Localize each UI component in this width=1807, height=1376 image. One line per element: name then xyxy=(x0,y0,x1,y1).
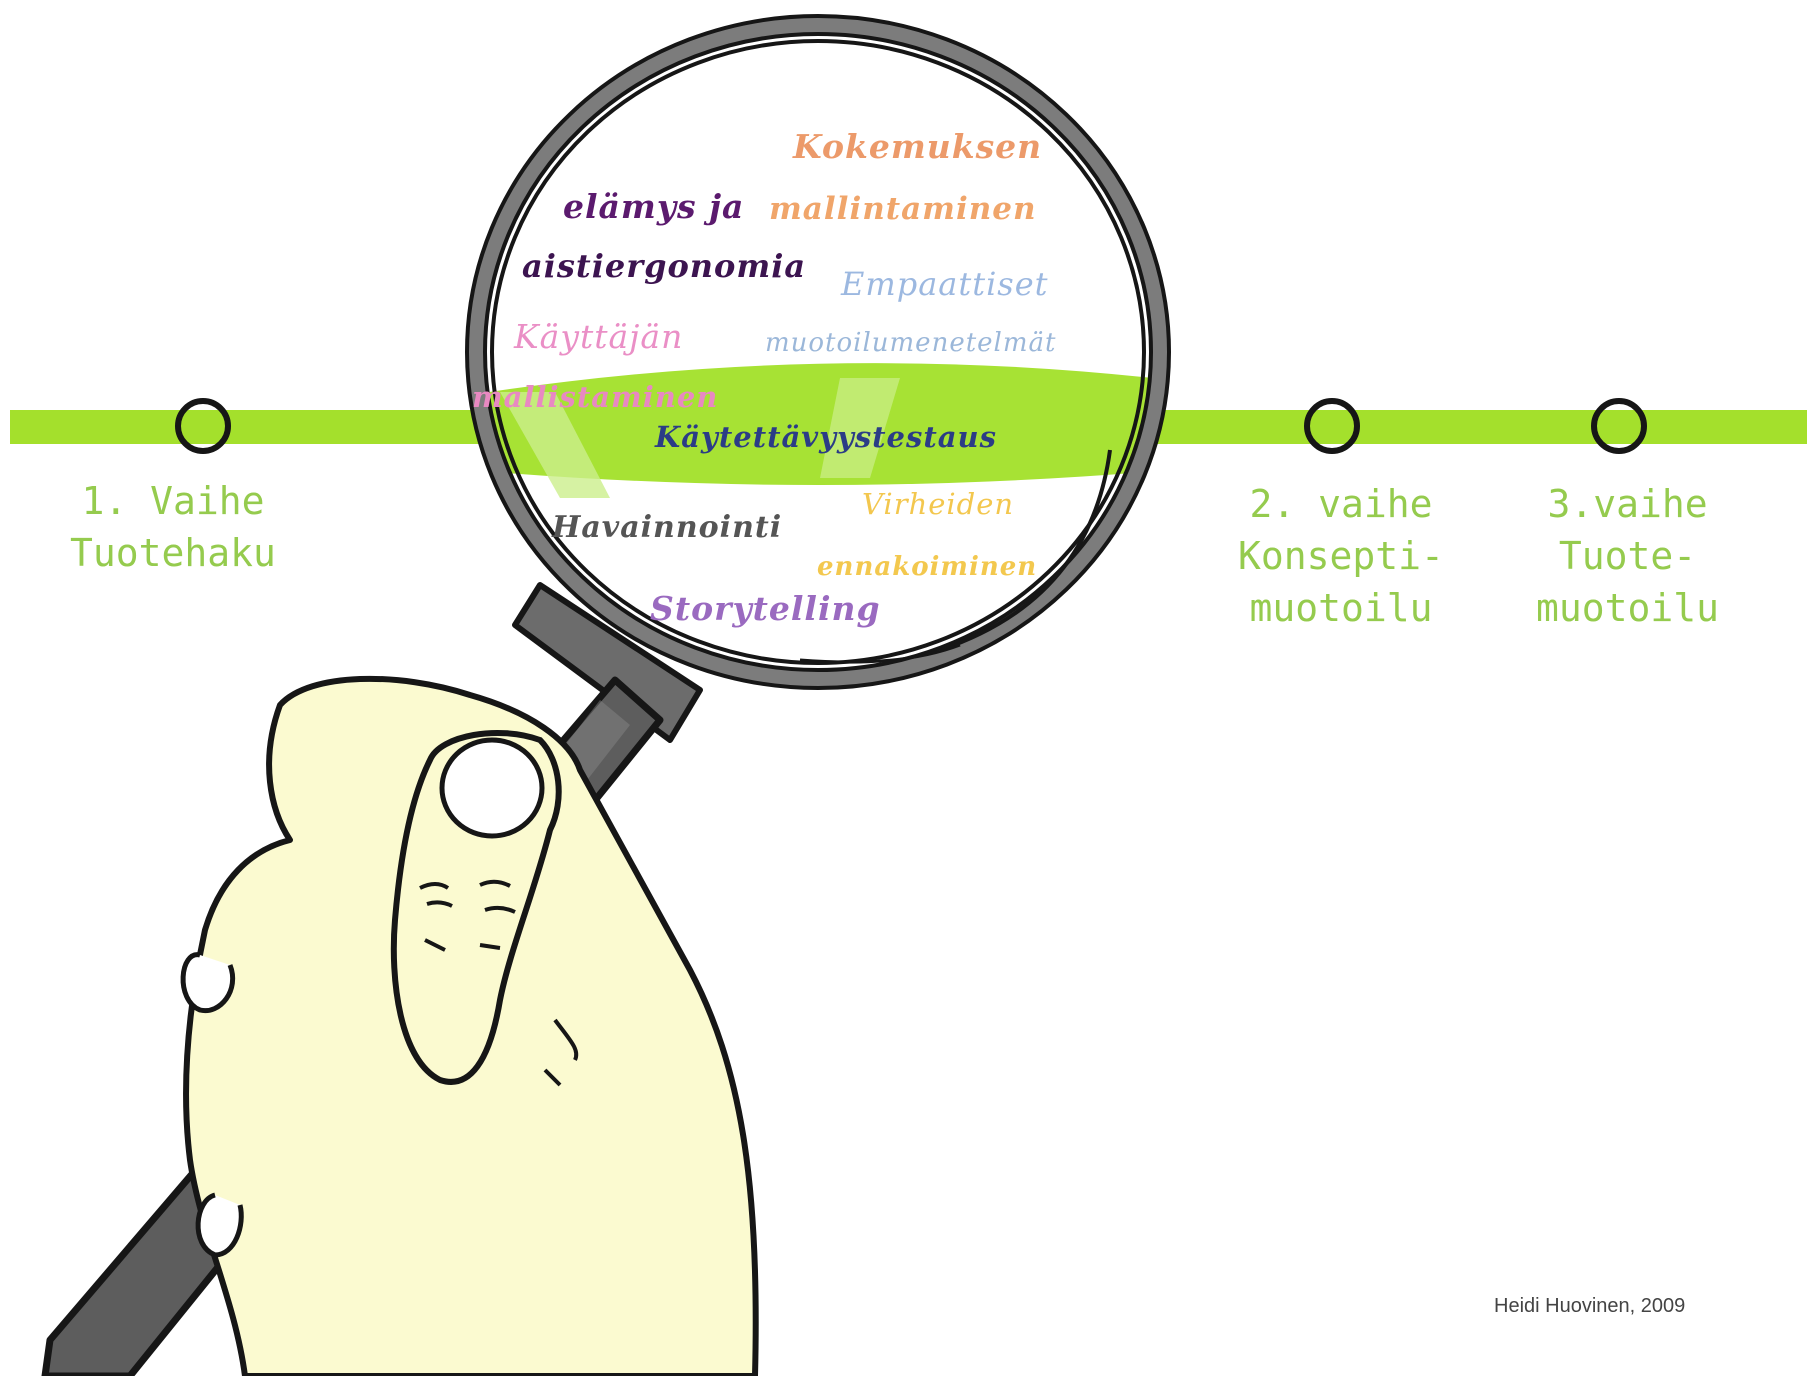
lens-glass xyxy=(481,30,1155,674)
stage-3-line-3: muotoilu xyxy=(1536,586,1720,630)
stage-3-line-1: 3.vaihe xyxy=(1547,482,1708,526)
lens-neck xyxy=(512,582,703,743)
milestone-3-icon xyxy=(1591,398,1647,454)
stage-2-line-3: muotoilu xyxy=(1249,586,1433,630)
lens-word-aistiergonomia: aistiergonomia xyxy=(522,247,807,285)
stage-2-line-1: 2. vaihe xyxy=(1249,482,1433,526)
lens-word-kayttajan: Käyttäjän xyxy=(514,317,684,356)
stage-1-line-1: 1. Vaihe xyxy=(81,479,265,523)
milestone-2-icon xyxy=(1304,398,1360,454)
lens-word-virheiden: Virheiden xyxy=(862,487,1015,521)
stage-2-line-2: Konsepti- xyxy=(1238,534,1444,578)
lens-word-muotoilumenetelmat: muotoilumenetelmät xyxy=(765,328,1057,358)
lens-word-kaytettavyystestaus: Käytettävyystestaus xyxy=(655,420,997,454)
lens-word-empaattiset: Empaattiset xyxy=(841,265,1049,303)
lens-word-storytelling: Storytelling xyxy=(650,589,881,628)
stage-3-label: 3.vaihe Tuote- muotoilu xyxy=(1536,478,1719,634)
lens-word-havainnointi: Havainnointi xyxy=(552,510,783,545)
hand-icon xyxy=(180,675,759,1376)
milestone-1-icon xyxy=(175,398,231,454)
lens-word-mallintaminen: mallintaminen xyxy=(769,191,1037,227)
lens-word-ennakoiminen: ennakoiminen xyxy=(817,552,1038,582)
stage-1-line-2: Tuotehaku xyxy=(70,531,276,575)
lens-band xyxy=(481,363,1155,498)
lens-word-mallistaminen: mallistaminen xyxy=(472,380,719,414)
credit-text: Heidi Huovinen, 2009 xyxy=(1494,1295,1686,1317)
lens-word-kokemuksen: Kokemuksen xyxy=(793,127,1043,166)
stage-1-label: 1. Vaihe Tuotehaku xyxy=(70,475,276,579)
stage-3-line-2: Tuote- xyxy=(1558,534,1697,578)
stage-2-label: 2. vaihe Konsepti- muotoilu xyxy=(1238,478,1444,634)
lens-word-elamys-ja: elämys ja xyxy=(563,187,745,226)
